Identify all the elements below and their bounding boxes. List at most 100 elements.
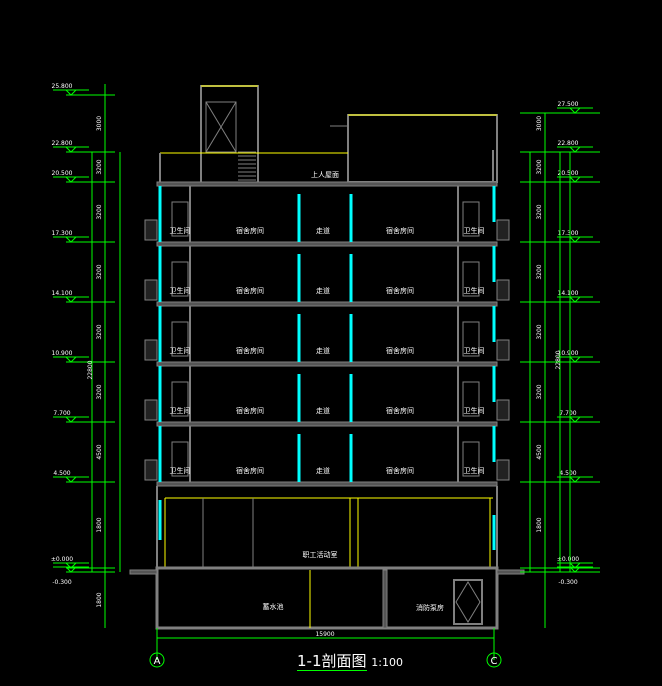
floor-height-dim: 3200 bbox=[536, 324, 543, 339]
elevation-triangle bbox=[64, 146, 78, 153]
pump-door-diamond bbox=[455, 581, 481, 623]
elevation-triangle bbox=[64, 296, 78, 303]
floor-height-dim: 3200 bbox=[96, 324, 103, 339]
bathroom-door bbox=[462, 381, 480, 417]
elevation-value: -0.300 bbox=[52, 579, 72, 586]
elevation-value: ±0.000 bbox=[51, 556, 73, 563]
elevation-value: 10.900 bbox=[52, 350, 73, 357]
room-label: 走道 bbox=[316, 406, 330, 415]
basement-wall bbox=[382, 569, 388, 629]
elevation-value: 27.500 bbox=[558, 101, 579, 108]
elevation-value: 20.500 bbox=[52, 170, 73, 177]
elevation-value: 4.500 bbox=[53, 470, 70, 477]
bathroom-door bbox=[171, 321, 189, 357]
elevation-value: 17.300 bbox=[558, 230, 579, 237]
floor-height-dim: 1800 bbox=[536, 517, 543, 532]
elevation-value: 14.100 bbox=[52, 290, 73, 297]
elevation-triangle bbox=[568, 176, 582, 183]
elevation-triangle bbox=[568, 476, 582, 483]
elevation-value: 7.700 bbox=[53, 410, 70, 417]
room-label: 走道 bbox=[316, 286, 330, 295]
floor-height-dim: 4500 bbox=[96, 444, 103, 459]
elevation-triangle bbox=[568, 296, 582, 303]
bathroom-door bbox=[462, 201, 480, 237]
bathroom-door bbox=[462, 261, 480, 297]
total-height-dim-right: 22800 bbox=[555, 350, 562, 369]
floor-height-dim: 3200 bbox=[96, 264, 103, 279]
elevation-triangle bbox=[64, 89, 78, 96]
room-label: 走道 bbox=[316, 466, 330, 475]
basement-outline bbox=[155, 566, 499, 630]
elevation-value: 14.100 bbox=[558, 290, 579, 297]
floor-slab bbox=[156, 421, 498, 427]
floor-height-dim: 3200 bbox=[96, 204, 103, 219]
elevation-triangle bbox=[568, 146, 582, 153]
elevation-value: 25.800 bbox=[52, 83, 73, 90]
balcony-right bbox=[496, 279, 510, 301]
balcony-left bbox=[144, 339, 158, 361]
title-text: 1-1剖面图 bbox=[297, 652, 367, 671]
floor-height-dim: 3200 bbox=[536, 159, 543, 174]
elevation-triangle bbox=[568, 416, 582, 423]
room-label: 卫生间 bbox=[170, 286, 191, 295]
room-label: 宿舍房间 bbox=[236, 226, 264, 235]
overall-width-dim: 15900 bbox=[315, 631, 334, 638]
drawing-title: 1-1剖面图 1:100 bbox=[297, 650, 403, 671]
room-label: 卫生间 bbox=[464, 406, 485, 415]
elevation-value: 22.800 bbox=[558, 140, 579, 147]
floor-height-dim: 3200 bbox=[536, 204, 543, 219]
entrance-slab-right bbox=[496, 569, 525, 575]
bathroom-door bbox=[462, 321, 480, 357]
floor-height-dim: 3200 bbox=[536, 384, 543, 399]
room-label: 宿舍房间 bbox=[386, 286, 414, 295]
floor-slab bbox=[156, 481, 498, 487]
floor-height-dim: 3200 bbox=[96, 384, 103, 399]
basement-room-label: 消防泵房 bbox=[416, 603, 444, 612]
pump-door bbox=[453, 579, 483, 625]
balcony-left bbox=[144, 399, 158, 421]
floor-height-dim: 3200 bbox=[536, 264, 543, 279]
floor-slab bbox=[156, 181, 498, 187]
elevation-triangle bbox=[568, 107, 582, 114]
axis-label-a: A bbox=[154, 656, 161, 667]
room-label: 宿舍房间 bbox=[386, 466, 414, 475]
room-label: 卫生间 bbox=[464, 466, 485, 475]
balcony-left bbox=[144, 459, 158, 481]
floor-height-dim: 3000 bbox=[96, 116, 103, 131]
elevation-triangle bbox=[64, 176, 78, 183]
ground-room-label: 职工活动室 bbox=[303, 550, 338, 559]
bathroom-door bbox=[171, 381, 189, 417]
room-label: 宿舍房间 bbox=[236, 346, 264, 355]
stair-door bbox=[205, 101, 237, 153]
balcony-left bbox=[144, 219, 158, 241]
bathroom-door bbox=[171, 261, 189, 297]
elevation-value: 4.500 bbox=[559, 470, 576, 477]
room-label: 宿舍房间 bbox=[386, 226, 414, 235]
bathroom-door bbox=[171, 441, 189, 477]
axis-bubble-a bbox=[149, 652, 165, 668]
room-label: 宿舍房间 bbox=[386, 406, 414, 415]
floor-slab bbox=[156, 241, 498, 247]
elevation-value: 7.700 bbox=[559, 410, 576, 417]
elevation-value: 10.900 bbox=[558, 350, 579, 357]
room-label: 卫生间 bbox=[170, 466, 191, 475]
scale-text: 1:100 bbox=[371, 656, 403, 669]
bathroom-door bbox=[462, 441, 480, 477]
bathroom-door bbox=[171, 201, 189, 237]
elevation-value: ±0.000 bbox=[557, 556, 579, 563]
floor-height-dim: 4500 bbox=[536, 444, 543, 459]
elevation-value: 17.300 bbox=[52, 230, 73, 237]
floor-height-dim: 3000 bbox=[536, 116, 543, 131]
room-label: 卫生间 bbox=[464, 226, 485, 235]
entrance-slab-left bbox=[129, 569, 158, 575]
room-label: 卫生间 bbox=[170, 346, 191, 355]
room-label: 走道 bbox=[316, 346, 330, 355]
roof-room bbox=[347, 114, 498, 183]
room-label: 宿舍房间 bbox=[236, 406, 264, 415]
elevation-triangle bbox=[64, 356, 78, 363]
roof-label: 上人屋面 bbox=[311, 170, 339, 179]
elevation-triangle bbox=[64, 476, 78, 483]
door-line bbox=[205, 101, 237, 153]
balcony-right bbox=[496, 399, 510, 421]
